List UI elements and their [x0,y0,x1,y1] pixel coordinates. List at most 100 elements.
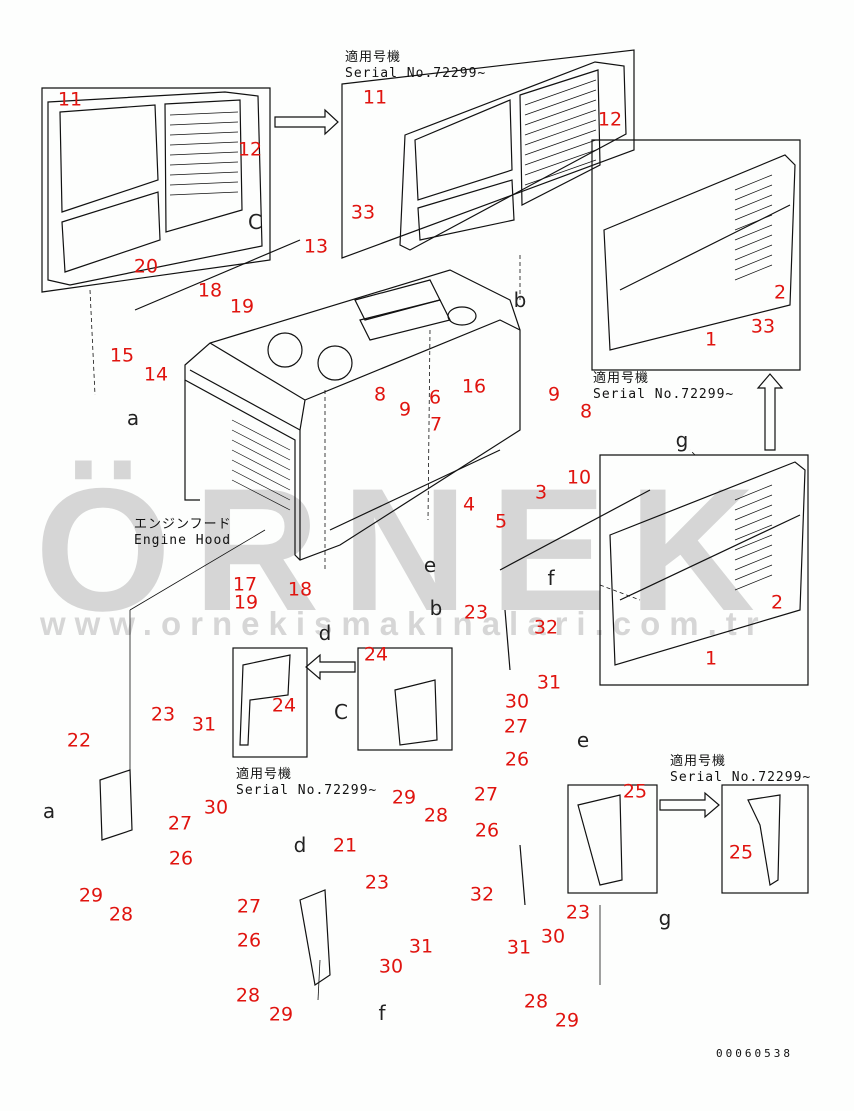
rod-3 [499,489,651,571]
reference-letter: e [576,728,590,752]
part-callout: 24 [271,694,297,717]
part-callout: 27 [473,783,499,806]
stay-32 [519,844,526,906]
part-callout: 31 [408,935,434,958]
arrow-left-icon [305,653,356,681]
part-callout: 19 [229,295,255,318]
bracket-25-new [747,794,781,886]
rod-13 [134,239,301,311]
reference-letter: b [429,596,443,620]
part-callout: 4 [462,493,476,516]
reference-letter: C [334,700,348,724]
bracket-24-new [239,654,291,746]
frame-bracket-25 [567,784,658,894]
part-callout: 22 [66,729,92,752]
side-cover-new [603,154,796,351]
serial-note-jp: 適用号機 [345,50,402,65]
reference-letter: f [547,566,555,590]
watermark-logo: ÖRNEK [35,453,777,648]
drawing-code: 00060538 [716,1047,793,1060]
reference-letter: d [318,621,332,645]
serial-note-jp: 適用号機 [593,371,650,386]
part-callout: 8 [373,383,387,406]
part-callout: 28 [108,903,134,926]
part-callout: 31 [191,713,217,736]
part-callout: 30 [540,925,566,948]
serial-note-en: Serial No.72299~ [236,783,378,798]
frame-bracket-24-new [232,647,308,758]
arrow-right-icon [274,108,339,136]
part-callout: 29 [78,884,104,907]
part-callout: 21 [332,834,358,857]
reference-letter: b [513,288,527,312]
part-callout: 8 [579,400,593,423]
part-callout: 28 [235,984,261,1007]
reference-letter: f [378,1001,386,1025]
stay-32 [504,609,511,671]
frame-bracket-25-new [721,784,809,894]
part-callout: 25 [728,841,754,864]
part-callout: 26 [474,819,500,842]
part-callout: 2 [770,591,784,614]
part-callout: 24 [363,643,389,666]
part-callout: 33 [750,315,776,338]
bracket-25 [577,794,623,886]
part-callout: 11 [362,86,388,109]
part-callout: 18 [197,279,223,302]
part-callout: 2 [773,281,787,304]
part-callout: 29 [391,786,417,809]
side-cover [609,461,806,666]
bracket-22 [99,769,133,841]
part-callout: 26 [168,847,194,870]
engine-hood-label-jp: エンジンフード [134,517,232,532]
part-callout: 9 [547,383,561,406]
part-callout: 30 [203,796,229,819]
engine-hood [184,269,521,561]
serial-note-en: Serial No.72299~ [670,770,812,785]
part-callout: 31 [536,671,562,694]
part-callout: 9 [398,398,412,421]
serial-note-en: Serial No.72299~ [345,66,487,81]
engine-hood-label-en: Engine Hood [134,533,232,548]
frame-new-side-cover [591,139,801,371]
part-callout: 25 [622,780,648,803]
part-callout: 7 [429,413,443,436]
part-callout: 27 [167,812,193,835]
arrow-right-icon [659,791,720,819]
part-callout: 26 [236,929,262,952]
part-callout: 11 [57,88,83,111]
part-callout: 19 [233,591,259,614]
front-cover-new [399,61,627,251]
part-callout: 30 [378,955,404,978]
reference-letter: a [42,799,56,823]
reference-letter: g [658,906,672,930]
part-callout: 1 [704,647,718,670]
reference-letter: d [293,833,307,857]
part-callout: 33 [350,201,376,224]
bracket-24 [394,679,438,746]
arrow-up-icon [756,373,784,451]
part-callout: 12 [237,138,263,161]
frame-new-front-cover [341,49,635,259]
serial-note-jp: 適用号機 [670,754,727,769]
part-callout: 29 [268,1003,294,1026]
part-callout: 15 [109,344,135,367]
part-callout: 32 [533,616,559,639]
part-callout: 16 [461,375,487,398]
part-callout: 28 [523,990,549,1013]
reference-letter: g [675,428,689,452]
part-callout: 14 [143,363,169,386]
part-callout: 26 [504,748,530,771]
reference-letter: e [423,553,437,577]
part-callout: 28 [423,804,449,827]
part-callout: 6 [428,386,442,409]
part-callout: 1 [704,328,718,351]
part-callout: 30 [504,690,530,713]
serial-note-en: Serial No.72299~ [593,387,735,402]
bracket-21 [299,889,331,987]
